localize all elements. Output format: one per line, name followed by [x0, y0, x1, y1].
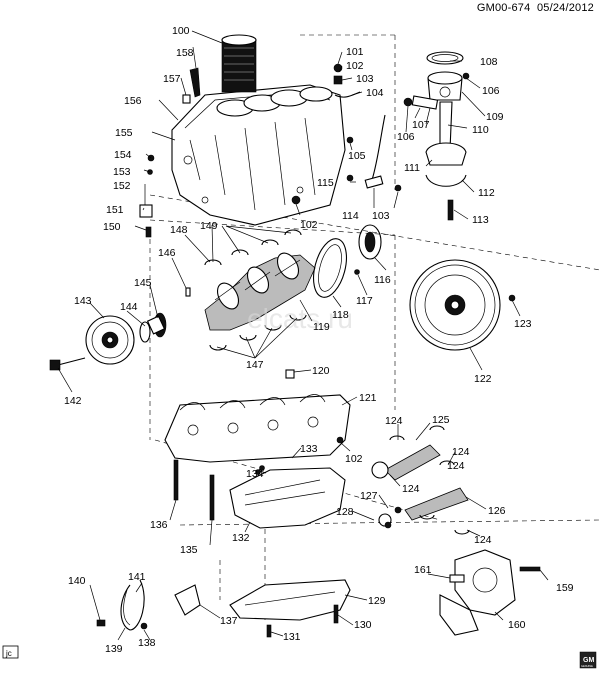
callout-103: 103 — [356, 73, 374, 85]
callout-124d: 124 — [402, 483, 420, 495]
callout-120: 120 — [312, 365, 330, 377]
callout-132: 132 — [232, 532, 250, 544]
callout-126: 126 — [488, 505, 506, 517]
callout-111: 111 — [404, 162, 420, 174]
bedplate — [164, 369, 351, 463]
cylinder-block — [171, 84, 346, 226]
callout-150: 150 — [103, 221, 121, 233]
callout-144: 144 — [120, 301, 138, 313]
callout-104: 104 — [366, 87, 384, 99]
callout-122: 122 — [474, 373, 492, 385]
callout-116: 116 — [374, 274, 391, 286]
callout-158: 158 — [176, 47, 194, 59]
callout-155: 155 — [115, 127, 133, 139]
callout-142: 142 — [64, 395, 82, 407]
callout-102c: 102 — [345, 453, 363, 465]
block-hardware — [139, 63, 402, 238]
callout-100: 100 — [172, 25, 190, 37]
jc-badge: jc — [2, 645, 19, 659]
callout-137: 137 — [220, 615, 238, 627]
oil-pan-lower — [229, 579, 351, 621]
callout-105: 105 — [348, 150, 366, 162]
oil-pan-upper — [229, 465, 346, 529]
callout-119: 119 — [313, 321, 330, 333]
gm-logo-subtext: GENUINE — [581, 664, 593, 668]
flywheel — [409, 259, 516, 351]
callout-110: 110 — [472, 124, 489, 136]
watermark-text: elcats.ru — [247, 303, 353, 334]
reluctor-and-seal — [313, 224, 382, 298]
callout-134: 134 — [246, 468, 264, 480]
callout-139: 139 — [105, 643, 123, 655]
diagram-code: GM00-674 — [476, 2, 531, 14]
callout-123: 123 — [514, 318, 532, 330]
callout-130: 130 — [354, 619, 372, 631]
callout-labels: 100 158 157 156 155 154 153 152 151 150 … — [64, 25, 574, 655]
callout-117: 117 — [356, 295, 373, 307]
callout-102b: 102 — [300, 219, 318, 231]
callout-125: 125 — [432, 414, 450, 426]
oil-pump — [439, 549, 541, 636]
callout-121: 121 — [359, 392, 377, 404]
callout-112: 112 — [478, 187, 495, 199]
callout-115: 115 — [317, 177, 334, 189]
callout-124: 124 — [385, 415, 403, 427]
callout-140: 140 — [68, 575, 86, 587]
callout-135: 135 — [180, 544, 198, 556]
callout-157: 157 — [163, 73, 181, 85]
callout-102: 102 — [346, 60, 364, 72]
callout-151: 151 — [106, 204, 124, 216]
callout-145: 145 — [134, 277, 152, 289]
callout-109: 109 — [486, 111, 504, 123]
callout-124e: 124 — [474, 534, 492, 546]
callout-141: 141 — [128, 571, 146, 583]
callout-101: 101 — [346, 46, 364, 58]
callout-108: 108 — [480, 56, 498, 68]
callout-149: 149 — [200, 220, 218, 232]
crank-pulley — [49, 287, 191, 371]
leader-lines — [57, 30, 549, 641]
diagram-header: GM00-674 05/24/2012 — [477, 2, 594, 14]
balance-shafts — [371, 425, 470, 535]
callout-154: 154 — [114, 149, 132, 161]
gm-logo-text: GM — [583, 657, 594, 664]
oil-filter — [221, 34, 257, 93]
piston-assembly — [403, 51, 470, 221]
callout-129: 129 — [368, 595, 386, 607]
callout-152: 152 — [113, 180, 131, 192]
callout-138: 138 — [138, 637, 156, 649]
diagram-date: 05/24/2012 — [536, 2, 594, 14]
callout-124c: 124 — [447, 460, 465, 472]
callout-127: 127 — [360, 490, 378, 502]
callout-148: 148 — [170, 224, 188, 236]
timing-components — [96, 579, 201, 631]
jc-badge-text: jc — [5, 649, 12, 658]
callout-118: 118 — [332, 309, 349, 321]
callout-136: 136 — [150, 519, 168, 531]
callout-106b: 106 — [397, 131, 415, 143]
main-bearings — [204, 229, 307, 351]
callout-161: 161 — [414, 564, 432, 576]
callout-160: 160 — [508, 619, 526, 631]
callout-156: 156 — [124, 95, 142, 107]
callout-153: 153 — [113, 166, 131, 178]
callout-103b: 103 — [372, 210, 390, 222]
callout-131: 131 — [283, 631, 301, 643]
callout-107: 107 — [412, 119, 430, 131]
callout-143: 143 — [74, 295, 92, 307]
crankshaft — [204, 252, 316, 331]
gm-logo: GM GENUINE — [579, 651, 597, 669]
callout-124b: 124 — [452, 446, 470, 458]
callout-159: 159 — [556, 582, 574, 594]
callout-128: 128 — [336, 506, 354, 518]
callout-146: 146 — [158, 247, 176, 259]
callout-133: 133 — [300, 443, 318, 455]
callout-106: 106 — [482, 85, 500, 97]
callout-114: 114 — [342, 210, 359, 222]
callout-113: 113 — [472, 214, 489, 226]
callout-147: 147 — [246, 359, 264, 371]
bolts — [173, 459, 402, 638]
